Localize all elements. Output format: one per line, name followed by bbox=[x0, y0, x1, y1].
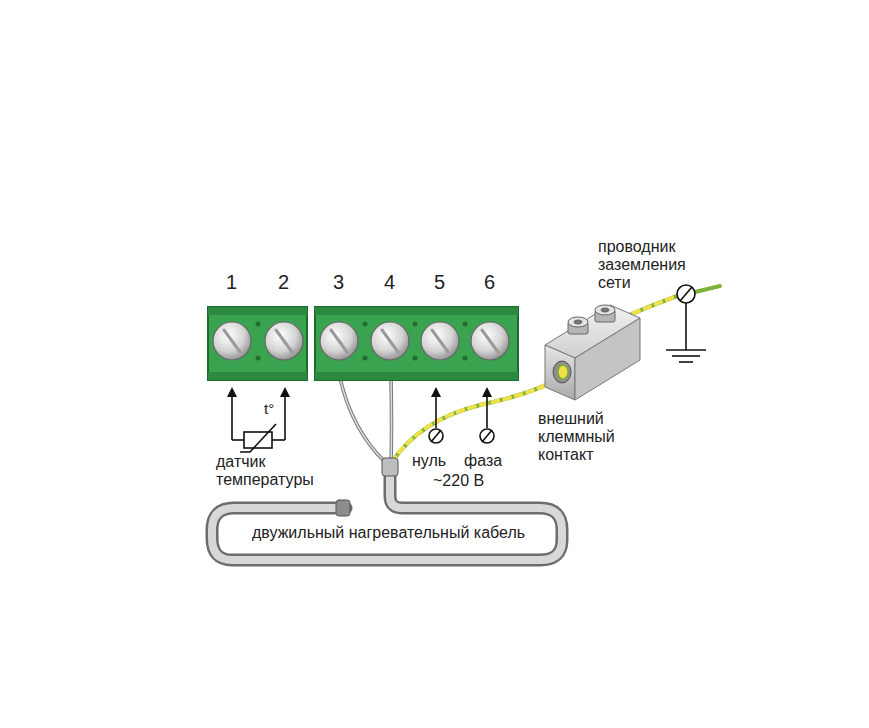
external-terminal-contact bbox=[545, 305, 640, 400]
voltage-label: ~220 В bbox=[433, 472, 484, 490]
terminal-number: 1 bbox=[226, 271, 237, 294]
contact-label: внешний клеммный контакт bbox=[538, 410, 644, 464]
neutral-label: нуль bbox=[412, 452, 446, 470]
ground-symbol bbox=[666, 285, 706, 362]
cable-ferrule bbox=[382, 458, 398, 476]
mains-terminal-symbols bbox=[429, 392, 494, 443]
temperature-sensor-symbol bbox=[232, 392, 285, 452]
ground-conductor-label: проводник заземления сети bbox=[598, 238, 710, 292]
phase-label: фаза bbox=[464, 452, 502, 470]
sensor-label: датчик температуры bbox=[216, 453, 338, 489]
temperature-symbol: t° bbox=[264, 400, 274, 417]
terminal-number: 3 bbox=[333, 271, 344, 294]
terminal-number: 6 bbox=[484, 271, 495, 294]
terminal-number: 2 bbox=[278, 271, 289, 294]
cable-label: двужильный нагревательный кабель bbox=[250, 524, 527, 542]
terminal-number: 5 bbox=[434, 271, 445, 294]
cable-cores bbox=[340, 378, 392, 462]
terminal-block bbox=[208, 307, 518, 380]
terminal-number: 4 bbox=[384, 271, 395, 294]
